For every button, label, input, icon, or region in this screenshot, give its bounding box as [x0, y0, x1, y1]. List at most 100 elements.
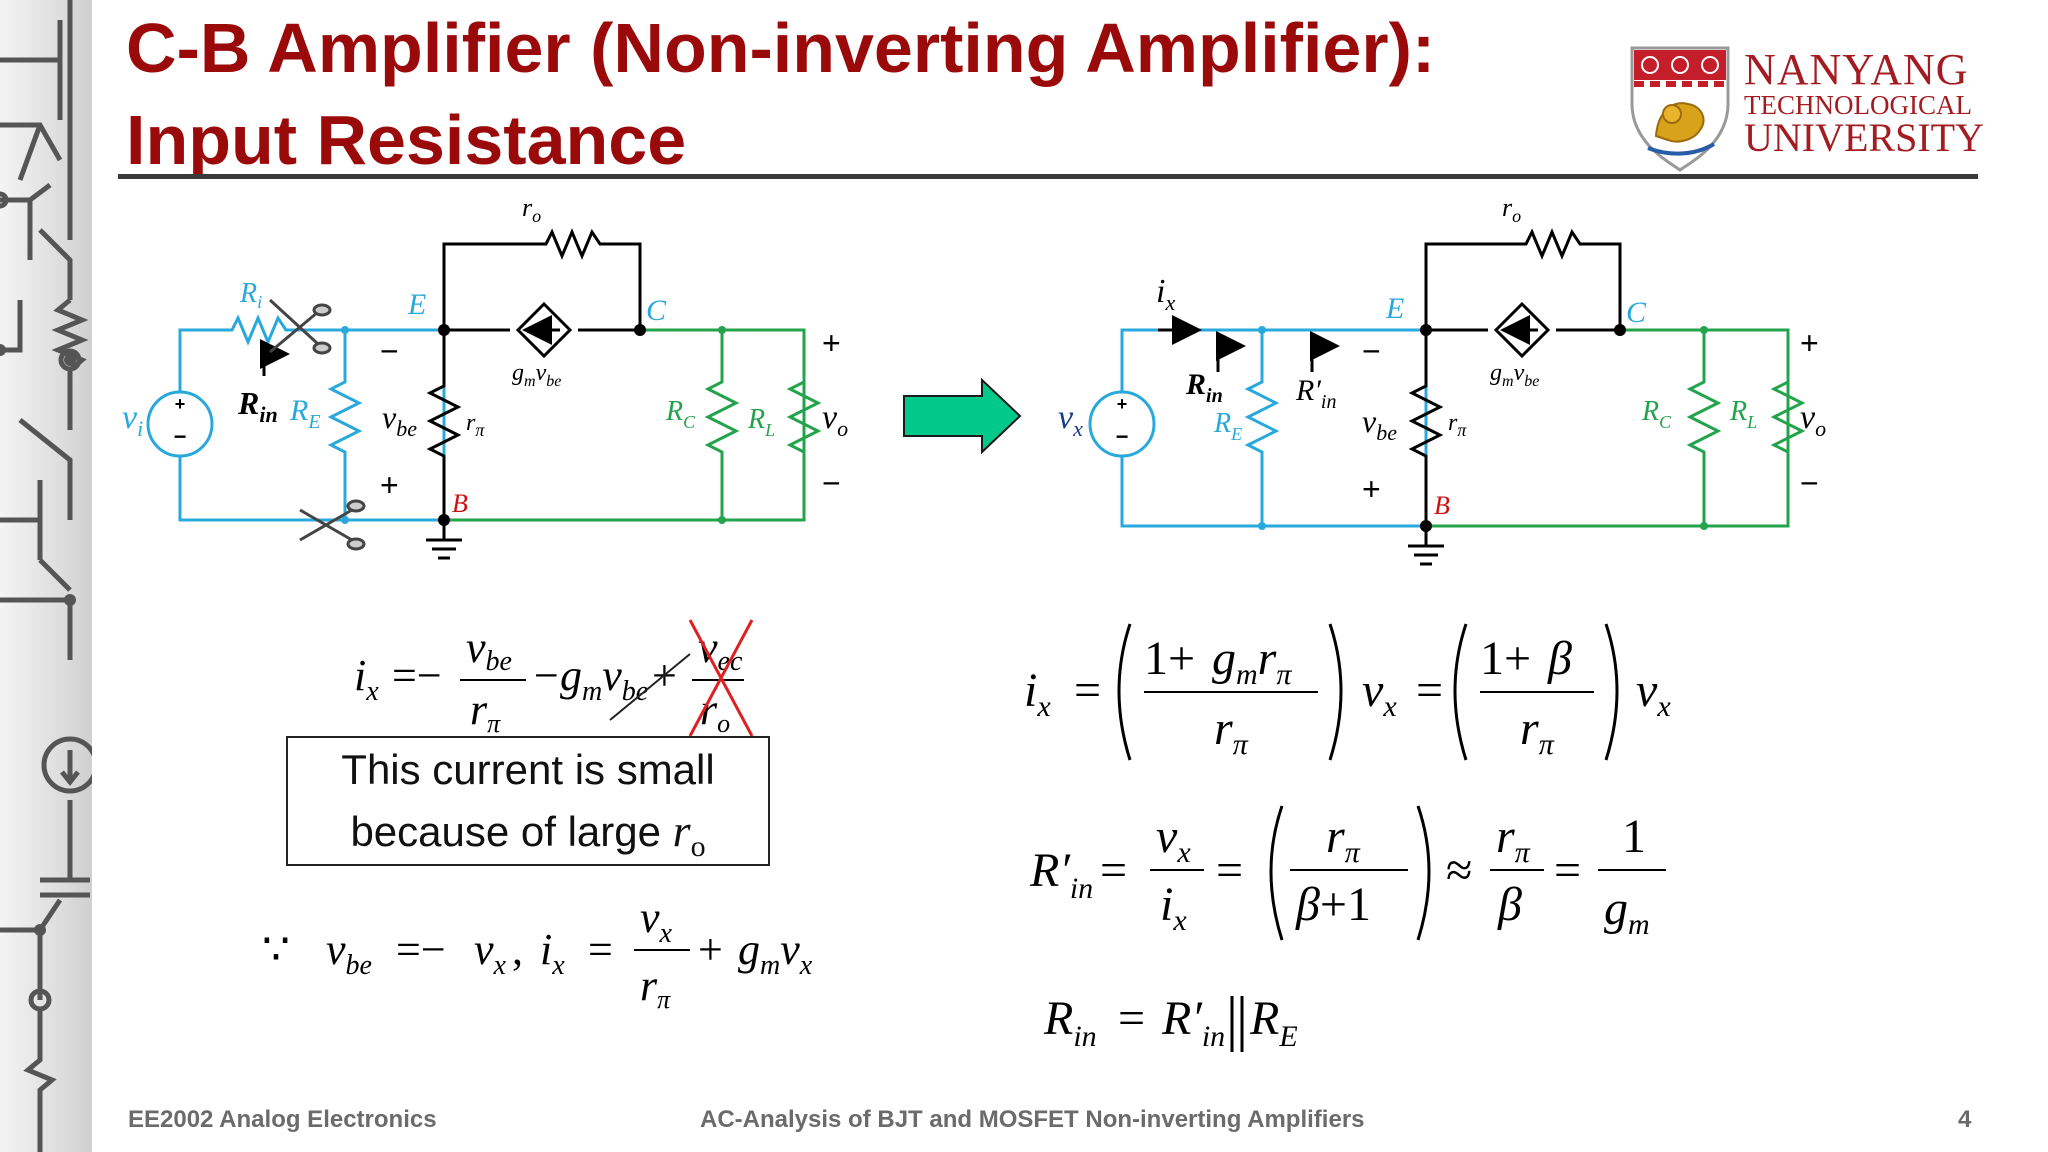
equation-since: ∵ vbe =− vx , ix = vx rπ + gmvx [262, 893, 813, 1014]
svg-text:=: = [588, 925, 613, 974]
vo-minus: − [822, 465, 841, 501]
svg-text:RC: RC [1641, 396, 1672, 432]
src-plus-sign: + [175, 394, 186, 414]
svg-text:Rin: Rin [1185, 368, 1223, 407]
svg-text:vi: vi [122, 399, 143, 441]
svg-text:−: − [534, 651, 559, 700]
svg-text:gm: gm [1604, 882, 1650, 941]
svg-text:ro: ro [1502, 193, 1521, 226]
left-circuit-junctions [341, 326, 349, 524]
title-divider [118, 174, 1978, 179]
svg-text:Rin: Rin [237, 385, 278, 427]
source-label: v [122, 399, 138, 436]
svg-text:RE: RE [1213, 408, 1242, 444]
svg-text:gmvbe: gmvbe [1490, 360, 1539, 390]
svg-text:rπ: rπ [1496, 810, 1531, 869]
title-line-1: C-B Amplifier (Non-inverting Amplifier): [126, 9, 1436, 87]
svg-text:=: = [1074, 664, 1101, 717]
source-label: v [1058, 399, 1074, 436]
right-polarity-signs: − + + − [1362, 325, 1819, 507]
svg-text:Rin: Rin [1043, 992, 1097, 1053]
rs-label: R [239, 278, 257, 309]
vo-plus: + [822, 325, 841, 361]
footer-page-number: 4 [1958, 1106, 1972, 1133]
rin-prime-label: R′ [1295, 374, 1321, 407]
svg-text:vbe: vbe [326, 925, 372, 981]
svg-text:rπ: rπ [640, 961, 671, 1014]
svg-text:rπ: rπ [1326, 810, 1361, 869]
svg-text:β: β [1547, 632, 1572, 685]
logo-text-university: UNIVERSITY [1744, 115, 1984, 160]
svg-text:vbe: vbe [1362, 403, 1397, 445]
rc-label: R [1641, 396, 1659, 427]
left-circuit-nodes [438, 324, 646, 526]
svg-text:vbe: vbe [382, 399, 417, 441]
svg-text:+: + [698, 925, 723, 974]
callout-line-2-text: because of large [350, 808, 673, 855]
right-circuit-labels: ix Rin RE R′in vx vbe rπ ro gmvbe RC RL … [1058, 193, 1826, 520]
svg-text:R′in: R′in [1029, 844, 1093, 905]
svg-text:rπ: rπ [1214, 702, 1249, 761]
gm-vbe-label: g [1490, 360, 1502, 386]
ro-label: r [1502, 193, 1513, 222]
logo-text-technological: TECHNOLOGICAL [1744, 90, 1972, 120]
title-line-2: Input Resistance [126, 101, 687, 179]
svg-text:ro: ro [522, 193, 541, 226]
svg-text:rπ: rπ [1520, 702, 1555, 761]
ro-label: r [522, 193, 533, 222]
svg-text:1+: 1+ [1144, 632, 1195, 685]
node-c-label: C [1626, 296, 1647, 329]
src-plus-sign: + [1117, 394, 1128, 414]
svg-text:vx: vx [1636, 664, 1671, 723]
callout-line-1: This current is small [341, 746, 715, 793]
svg-text:vo: vo [822, 399, 848, 441]
vbe-label: v [1362, 403, 1377, 439]
svg-text:1+: 1+ [1480, 632, 1531, 685]
svg-text:ro: ro [700, 685, 730, 738]
scissors-icon [299, 499, 366, 551]
svg-text:vx: vx [640, 893, 673, 949]
rin-label: R [1185, 368, 1206, 401]
crest-icon [1630, 46, 1730, 172]
svg-text:β+1: β+1 [1295, 878, 1371, 931]
equation-rin-prime: R′in = vx ix = rπ β+1 ≈ rπ β = 1 gm [1029, 805, 1666, 941]
vo-label: v [822, 399, 838, 436]
right-circuit-junctions [1258, 326, 1266, 530]
svg-text:rπ: rπ [1448, 410, 1467, 440]
svg-text:ix: ix [540, 925, 565, 981]
svg-text:=−: =− [396, 925, 446, 974]
svg-text:,: , [512, 925, 523, 974]
university-logo: NANYANG TECHNOLOGICAL UNIVERSITY [1628, 44, 1988, 172]
scissors-icon [268, 298, 332, 355]
node-e-label: E [407, 288, 426, 321]
svg-text:Ri: Ri [239, 278, 262, 312]
svg-text:=: = [1416, 664, 1443, 717]
src-minus-sign: − [174, 424, 187, 449]
svg-text:R′in: R′in [1161, 992, 1225, 1053]
node-e-label: E [1385, 292, 1404, 325]
vbe-minus: − [1362, 333, 1381, 369]
svg-text:vx: vx [1058, 399, 1083, 441]
re-label: R [1213, 408, 1231, 439]
ix-label: i [1156, 273, 1165, 310]
svg-text:gmvx: gmvx [738, 925, 813, 981]
rc-label: R [665, 396, 683, 427]
svg-text:=−: =− [392, 651, 442, 700]
svg-text:=: = [1554, 844, 1581, 897]
svg-text:ix: ix [1024, 664, 1051, 723]
right-circuit-nodes [1420, 324, 1626, 532]
svg-text:ix: ix [1160, 878, 1187, 937]
vbe-label: v [382, 399, 397, 435]
src-minus-sign: − [1116, 424, 1129, 449]
sidebar-circuit-art [0, 0, 92, 1152]
svg-text:RL: RL [1729, 396, 1757, 432]
svg-text:RE: RE [289, 394, 321, 433]
svg-text:RE: RE [1249, 992, 1298, 1053]
gm-vbe-label: g [512, 360, 524, 386]
node-b-label: B [1434, 491, 1450, 520]
right-circuit-junctions-green [1700, 326, 1708, 530]
svg-text:R′in: R′in [1295, 374, 1336, 413]
svg-text:RC: RC [665, 396, 696, 432]
rl-label: R [1729, 396, 1747, 427]
svg-text:gmvbe: gmvbe [512, 360, 561, 390]
